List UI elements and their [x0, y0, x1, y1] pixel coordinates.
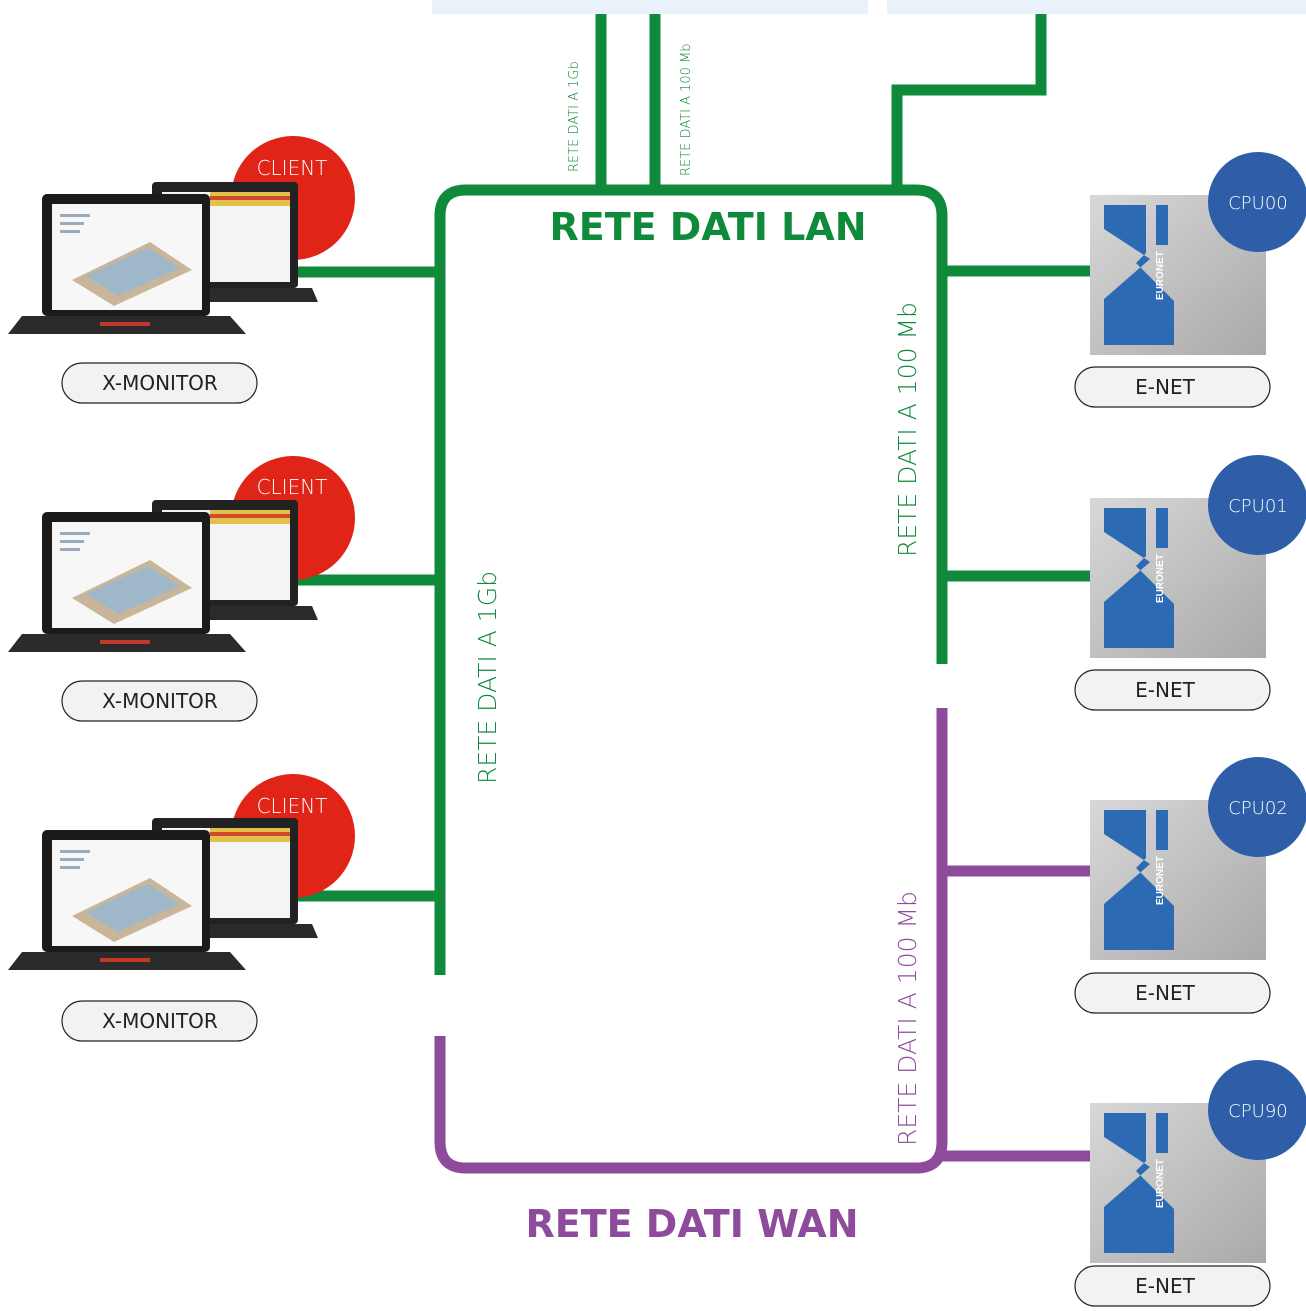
device-cpu90: EURONET CPU90 — [1090, 1060, 1306, 1263]
client-2-pill: X-MONITOR — [61, 680, 258, 722]
lan-left-label: RETE DATI A 1Gb — [473, 571, 502, 784]
top-box-right — [887, 0, 1306, 14]
device-cpu01: EURONET CPU01 — [1090, 455, 1306, 658]
laptop-icon — [8, 818, 318, 970]
lan-network — [296, 14, 1092, 975]
device-cpu02-pill: E-NET — [1074, 972, 1271, 1014]
client-1: CLIENT — [8, 136, 355, 334]
cpu-badge-label: CPU01 — [1228, 496, 1288, 517]
client-badge-label: CLIENT — [257, 156, 328, 180]
top-label-1gb: RETE DATI A 1Gb — [567, 61, 582, 172]
laptop-icon — [8, 182, 318, 334]
wan-bus — [434, 708, 948, 1174]
cpu-badge — [1208, 455, 1306, 555]
wan-right-label: RETE DATI A 100 Mb — [893, 891, 922, 1146]
cpu-badge — [1208, 1060, 1306, 1160]
device-brand: EURONET — [1155, 251, 1166, 300]
device-name: E-NET — [1135, 375, 1195, 399]
client-2: CLIENT — [8, 456, 355, 652]
lan-right-label: RETE DATI A 100 Mb — [893, 302, 922, 557]
lan-uplink-right — [891, 14, 1047, 190]
client-3-name: X-MONITOR — [102, 1009, 218, 1033]
cpu-badge — [1208, 152, 1306, 252]
device-cpu00-pill: E-NET — [1074, 366, 1271, 408]
top-box-left — [432, 0, 868, 14]
device-brand: EURONET — [1155, 856, 1166, 905]
lan-bus — [434, 184, 948, 975]
device-cpu00: EURONET CPU00 — [1090, 152, 1306, 355]
cpu-badge-label: CPU90 — [1228, 1101, 1288, 1122]
device-brand: EURONET — [1155, 1159, 1166, 1208]
client-3: CLIENT — [8, 774, 355, 970]
cpu-badge-label: CPU00 — [1228, 193, 1288, 214]
client-badge-label: CLIENT — [257, 475, 328, 499]
laptop-icon — [8, 500, 318, 652]
device-name: E-NET — [1135, 981, 1195, 1005]
cpu-badge — [1208, 757, 1306, 857]
wan-network — [434, 708, 1092, 1174]
client-1-pill: X-MONITOR — [61, 362, 258, 404]
client-3-pill: X-MONITOR — [61, 1000, 258, 1042]
client-badge-label: CLIENT — [257, 794, 328, 818]
cpu-badge-label: CPU02 — [1228, 798, 1288, 819]
device-brand: EURONET — [1155, 554, 1166, 603]
device-name: E-NET — [1135, 1274, 1195, 1298]
client-2-name: X-MONITOR — [102, 689, 218, 713]
top-label-100mb: RETE DATI A 100 Mb — [679, 43, 694, 176]
device-cpu02: EURONET CPU02 — [1090, 757, 1306, 960]
device-cpu01-pill: E-NET — [1074, 669, 1271, 711]
device-name: E-NET — [1135, 678, 1195, 702]
lan-title: RETE DATI LAN — [549, 205, 866, 249]
device-cpu90-pill: E-NET — [1074, 1265, 1271, 1307]
wan-title: RETE DATI WAN — [525, 1202, 858, 1246]
client-1-name: X-MONITOR — [102, 371, 218, 395]
